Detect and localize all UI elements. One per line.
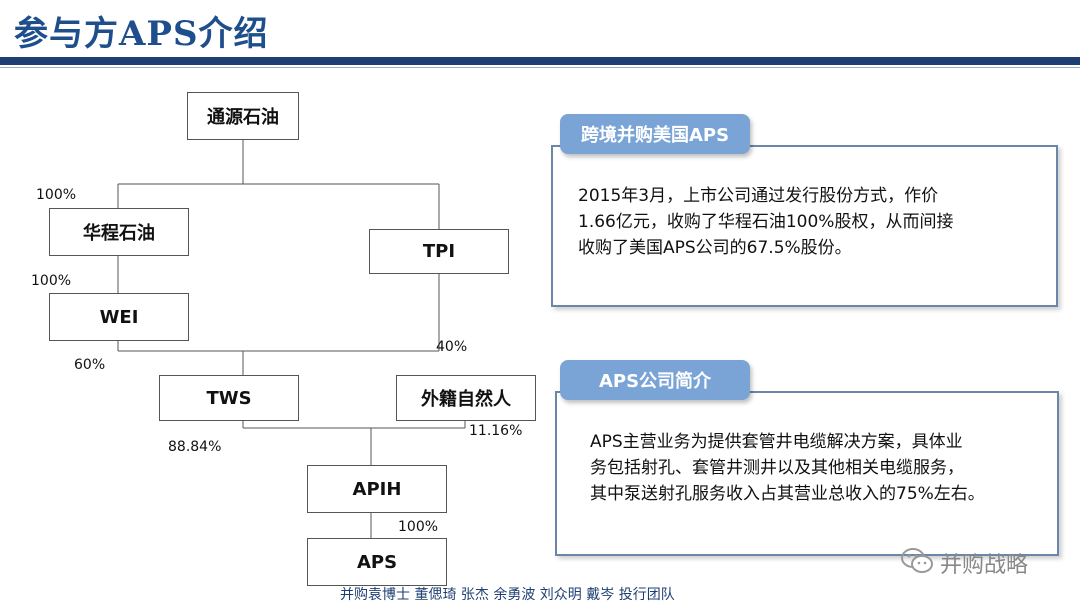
acquisition-line-3: 收购了美国APS公司的67.5%股份。 bbox=[578, 238, 852, 258]
brand-name: 并购战略 bbox=[940, 553, 1029, 578]
pct-apih-aps: 100% bbox=[398, 519, 439, 535]
node-waiji: 外籍自然人 bbox=[396, 375, 536, 421]
title-underline-bar bbox=[0, 57, 1080, 65]
pct-wei-tws: 60% bbox=[74, 357, 106, 373]
title-underline-thin bbox=[0, 67, 1080, 68]
intro-line-2: 务包括射孔、套管井测井以及其他相关电缆服务， bbox=[590, 458, 964, 478]
pct-tpi-tws: 40% bbox=[436, 339, 468, 355]
page-title: 参与方APS介绍 bbox=[14, 14, 269, 54]
pct-huacheng-wei: 100% bbox=[31, 273, 72, 289]
intro-tag: APS公司简介 bbox=[560, 360, 750, 400]
intro-panel bbox=[555, 391, 1059, 556]
brand-watermark: 并购战略 bbox=[900, 546, 1028, 580]
node-wei: WEI bbox=[49, 293, 189, 341]
node-aps: APS bbox=[307, 538, 447, 586]
footer-credits: 并购袁博士 董偲琦 张杰 余勇波 刘众明 戴岑 投行团队 bbox=[340, 587, 675, 603]
wechat-icon bbox=[900, 546, 934, 580]
node-tws: TWS bbox=[159, 375, 299, 421]
intro-line-1: APS主营业务为提供套管井电缆解决方案，具体业 bbox=[590, 432, 963, 452]
acquisition-line-2: 1.66亿元，收购了华程石油100%股权，从而间接 bbox=[578, 212, 954, 232]
acquisition-line-1: 2015年3月，上市公司通过发行股份方式，作价 bbox=[578, 186, 939, 206]
intro-text: APS主营业务为提供套管井电缆解决方案，具体业 务包括射孔、套管井测井以及其他相… bbox=[590, 429, 985, 507]
acquisition-text: 2015年3月，上市公司通过发行股份方式，作价 1.66亿元，收购了华程石油10… bbox=[578, 183, 953, 261]
node-apih: APIH bbox=[307, 465, 447, 513]
pct-tongyuan-huacheng: 100% bbox=[36, 187, 77, 203]
pct-waiji-apih: 11.16% bbox=[469, 423, 523, 439]
acquisition-panel bbox=[551, 145, 1058, 307]
node-huacheng: 华程石油 bbox=[49, 208, 189, 256]
intro-line-3: 其中泵送射孔服务收入占其营业总收入的75%左右。 bbox=[590, 484, 985, 504]
acquisition-tag: 跨境并购美国APS bbox=[560, 114, 750, 154]
node-tongyuan: 通源石油 bbox=[187, 92, 299, 140]
pct-tws-apih: 88.84% bbox=[168, 439, 222, 455]
node-tpi: TPI bbox=[369, 229, 509, 274]
